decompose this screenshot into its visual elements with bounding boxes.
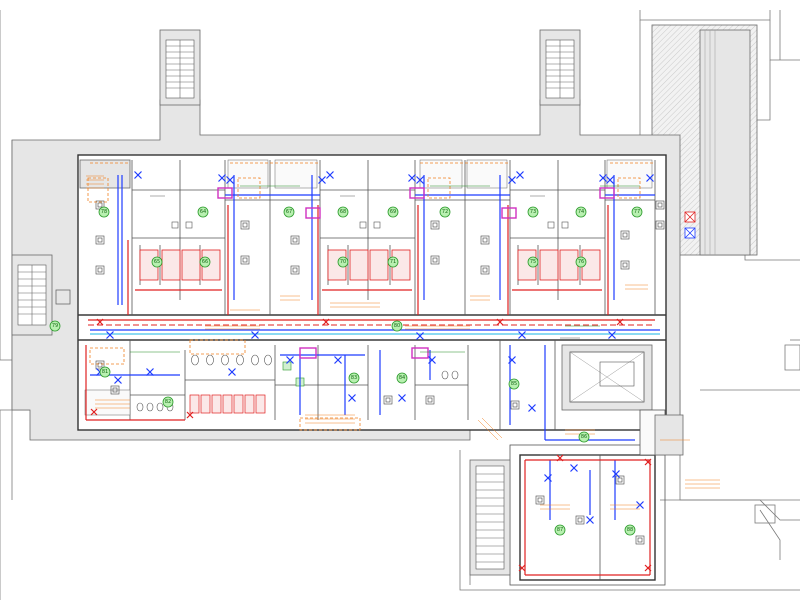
room-badge-r9: 72	[439, 206, 451, 218]
stair-bottom	[469, 459, 511, 576]
room-badge-r4: 67	[283, 206, 295, 218]
room-badge-circle	[387, 256, 399, 268]
room-number: 72	[442, 209, 448, 215]
room-number: 77	[634, 209, 640, 215]
room-badge-r11: 74	[575, 206, 587, 218]
room-number: 67	[286, 209, 292, 215]
room-number: 69	[390, 209, 396, 215]
room-badge-r2: 65	[151, 256, 163, 268]
stair-tower-right	[539, 29, 581, 106]
room-badge-circle	[151, 256, 163, 268]
room-badge-circle	[199, 256, 211, 268]
interior-walls-lower	[84, 340, 684, 580]
room-badge-circle	[527, 256, 539, 268]
room-number: 76	[578, 259, 584, 265]
room-number: 64	[200, 209, 206, 215]
room-number: 81	[102, 369, 108, 375]
room-badge-circle	[631, 206, 643, 218]
room-number: 73	[530, 209, 536, 215]
heat-recovery-units	[217, 187, 615, 359]
room-badge-r3: 66	[199, 256, 211, 268]
room-badge-r22: 85	[508, 378, 520, 390]
room-labels: 64 65 66 67 68 69 70 71 72 73 74 75 76 77 78 79 80 81 82 83…	[49, 206, 643, 536]
room-number: 70	[340, 259, 346, 265]
stair-tower-left	[159, 29, 201, 106]
room-number: 86	[581, 434, 587, 440]
room-number: 75	[530, 259, 536, 265]
room-badge-circle	[508, 378, 520, 390]
room-number: 79	[52, 323, 58, 329]
room-badge-r17: 80	[391, 320, 403, 332]
room-badge-r13: 76	[575, 256, 587, 268]
supply-ducts	[90, 175, 660, 520]
room-badge-r7: 70	[337, 256, 349, 268]
room-badge-circle	[391, 320, 403, 332]
room-badge-r25: 88	[624, 524, 636, 536]
room-number: 71	[390, 259, 396, 265]
room-badge-r15: 78	[98, 206, 110, 218]
terrace-hatched-area	[651, 24, 758, 256]
room-number: 68	[340, 209, 346, 215]
room-badge-r14: 77	[631, 206, 643, 218]
room-badge-circle	[439, 206, 451, 218]
room-badge-r8: 71	[387, 256, 399, 268]
room-number: 88	[627, 527, 633, 533]
room-badge-r24: 87	[554, 524, 566, 536]
room-badge-circle	[624, 524, 636, 536]
room-badge-r6: 69	[387, 206, 399, 218]
room-badge-r19: 82	[162, 396, 174, 408]
room-badge-circle	[527, 206, 539, 218]
annotation-frames	[87, 162, 655, 431]
room-badge-circle	[554, 524, 566, 536]
room-number: 80	[394, 323, 400, 329]
room-badge-circle	[99, 366, 111, 378]
room-number: 85	[511, 381, 517, 387]
room-badge-r18: 81	[99, 366, 111, 378]
room-badge-circle	[578, 431, 590, 443]
return-ducts	[85, 205, 655, 576]
room-badge-r16: 79	[49, 320, 61, 332]
room-badge-circle	[197, 206, 209, 218]
room-badge-circle	[283, 206, 295, 218]
stair-left-side	[11, 254, 71, 336]
room-number: 82	[165, 399, 171, 405]
room-badge-circle	[387, 206, 399, 218]
room-number: 78	[101, 209, 107, 215]
room-badge-circle	[98, 206, 110, 218]
room-badge-circle	[348, 372, 360, 384]
room-badge-circle	[575, 256, 587, 268]
room-badge-circle	[337, 206, 349, 218]
room-badge-r20: 83	[348, 372, 360, 384]
room-number: 66	[202, 259, 208, 265]
room-number: 83	[351, 375, 357, 381]
room-number: 87	[557, 527, 563, 533]
room-number: 74	[578, 209, 584, 215]
room-badge-r1: 64	[197, 206, 209, 218]
room-number: 84	[399, 375, 405, 381]
room-badge-circle	[162, 396, 174, 408]
room-badge-circle	[49, 320, 61, 332]
room-badge-circle	[575, 206, 587, 218]
room-badge-r21: 84	[396, 372, 408, 384]
room-badge-r23: 86	[578, 431, 590, 443]
room-badge-r5: 68	[337, 206, 349, 218]
room-badge-r12: 75	[527, 256, 539, 268]
room-badge-circle	[396, 372, 408, 384]
room-number: 65	[154, 259, 160, 265]
room-badge-r10: 73	[527, 206, 539, 218]
room-badge-circle	[337, 256, 349, 268]
